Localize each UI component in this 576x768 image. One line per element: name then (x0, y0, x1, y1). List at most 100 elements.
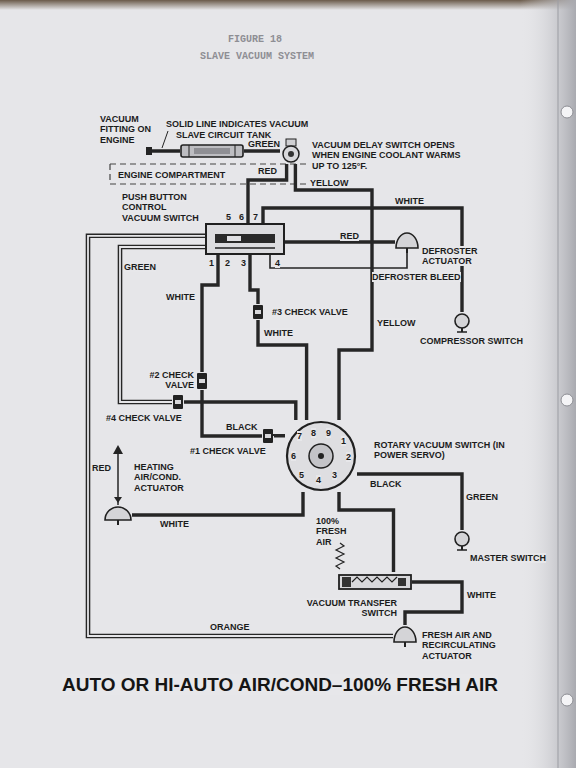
delay-symbol (280, 138, 302, 164)
hose-or-port-label: WHITE (395, 196, 424, 206)
vacuum-hose (405, 582, 462, 625)
label-holder: WHITE (467, 590, 496, 600)
label-holder: 1 (341, 436, 346, 446)
component-dia: HEATING AIR/COND. ACTUATOR (104, 505, 132, 525)
hose-line (258, 320, 307, 420)
label-holder: WHITE (264, 328, 293, 338)
hose-or-port-label: BLACK (370, 479, 402, 489)
hose-or-port-label: 3 (241, 258, 246, 268)
component-sw: COMPRESSOR SWITCH (452, 312, 472, 332)
hose-or-port-label: GREEN (124, 262, 156, 272)
hose-or-port-label: DEFROSTER BLEED (372, 272, 461, 282)
hose-or-port-label: YELLOW (377, 318, 416, 328)
label-holder: VACUUM TRANSFER SWITCH (303, 598, 397, 619)
label-holder: 6 (239, 212, 244, 222)
label-holder: #3 CHECK VALVE (272, 307, 348, 317)
label-holder: GREEN (248, 139, 280, 149)
hose-line (244, 149, 280, 152)
hose-or-port-label: ORANGE (210, 622, 250, 632)
vacuum-hose (184, 402, 296, 420)
vacuum-hose (202, 390, 262, 436)
label-holder: 2 (346, 452, 351, 462)
hose-or-port-label: SLAVE VACUUM SYSTEM (200, 51, 314, 62)
actuator-rod (113, 445, 123, 505)
hose-line (250, 255, 258, 304)
label-holder: RED (92, 463, 111, 473)
push-symbol (205, 223, 285, 255)
component-label: FRESH AIR AND RECIRCULATING ACTUATOR (422, 630, 496, 661)
component-label: #4 CHECK VALVE (106, 413, 182, 423)
dia-symbol (393, 625, 417, 647)
vacuum-hose (248, 164, 287, 223)
label-holder: FRESH AIR AND RECIRCULATING ACTUATOR (422, 630, 508, 661)
hose-or-port-label: 100% FRESH AIR (316, 516, 347, 547)
hose-or-port-label: BLACK (226, 422, 258, 432)
hose-or-port-label: GREEN (248, 139, 280, 149)
hose-or-port-label: RED (340, 231, 359, 241)
label-holder: DEFROSTER ACTUATOR (422, 246, 482, 267)
vacuum-hose (250, 255, 258, 304)
figure-title: AUTO OR HI-AUTO AIR/COND–100% FRESH AIR (62, 674, 498, 695)
defroster-bleed-line (270, 253, 407, 268)
label-holder: 7 (253, 212, 258, 222)
label-holder: 7 (297, 431, 302, 441)
label-holder: WHITE (395, 196, 424, 206)
hose-or-port-label: 4 (275, 258, 280, 268)
check-symbol (252, 304, 264, 320)
hose-line (202, 390, 262, 436)
label-holder: 100% FRESH AIR (316, 516, 364, 547)
hose-or-port-label: WHITE (160, 519, 189, 529)
component-dia: DEFROSTER ACTUATOR (395, 231, 419, 253)
hose-or-port-label: YELLOW (310, 178, 349, 188)
label-holder: 2 (225, 258, 230, 268)
component-label: #1 CHECK VALVE (190, 446, 266, 456)
hose-or-port-label: 8 (311, 428, 316, 438)
hose-line (120, 247, 205, 402)
label-holder: #4 CHECK VALVE (106, 413, 182, 423)
check-symbol (196, 372, 208, 390)
component-check: #4 CHECK VALVE (172, 394, 184, 410)
hose-or-port-label: 6 (291, 451, 296, 461)
vacuum-hose (274, 435, 285, 436)
label-holder: FIGURE 18 (228, 34, 282, 46)
dia-symbol (104, 505, 132, 525)
component-label: DEFROSTER ACTUATOR (422, 246, 478, 266)
vacuum-hose (357, 474, 462, 530)
label-holder: SLAVE VACUUM SYSTEM (200, 51, 314, 63)
hose-line (357, 474, 462, 530)
hose-or-port-label: FIGURE 18 (228, 34, 282, 45)
label-holder: 6 (291, 451, 296, 461)
component-transfer: VACUUM TRANSFER SWITCH (338, 572, 412, 592)
label-holder: SOLID LINE INDICATES VACUUM (166, 119, 308, 129)
component-label: #2 CHECK VALVE (149, 370, 194, 390)
tank-symbol (180, 144, 244, 158)
label-holder: VACUUM DELAY SWITCH OPENS WHEN ENGINE CO… (312, 140, 462, 171)
vacuum-fitting-line (150, 149, 180, 153)
label-holder: 4 (275, 258, 280, 268)
label-holder: AUTO OR HI-AUTO AIR/COND–100% FRESH AIR (30, 674, 530, 697)
label-holder: 3 (332, 470, 337, 480)
transfer-symbol (338, 572, 412, 592)
hose-or-port-label: SOLID LINE INDICATES VACUUM (166, 119, 308, 129)
hose-or-port-label: RED (258, 166, 277, 176)
hose-or-port-label: WHITE (467, 590, 496, 600)
component-label: COMPRESSOR SWITCH (420, 336, 523, 346)
component-label: ROTARY VACUUM SWITCH (IN POWER SERVO) (374, 440, 505, 460)
label-holder: COMPRESSOR SWITCH (420, 336, 523, 346)
component-dia: FRESH AIR AND RECIRCULATING ACTUATOR (393, 625, 417, 647)
label-holder: BLACK (370, 479, 402, 489)
hose-line (405, 582, 462, 625)
component-label: PUSH BUTTON CONTROL VACUUM SWITCH (122, 192, 199, 223)
label-holder: WHITE (160, 519, 189, 529)
hose-or-port-label: 5 (226, 212, 231, 222)
component-check: #2 CHECK VALVE (196, 372, 208, 390)
label-holder: PUSH BUTTON CONTROL VACUUM SWITCH (122, 192, 204, 223)
check-symbol (262, 428, 274, 444)
hose-or-port-label: 6 (239, 212, 244, 222)
hose-line (339, 492, 394, 572)
label-holder: HEATING AIR/COND. ACTUATOR (134, 462, 192, 493)
hose-or-port-label: 2 (225, 258, 230, 268)
hose-line (202, 255, 218, 372)
label-holder: DEFROSTER BLEED (372, 272, 461, 282)
label-holder: 8 (311, 428, 316, 438)
